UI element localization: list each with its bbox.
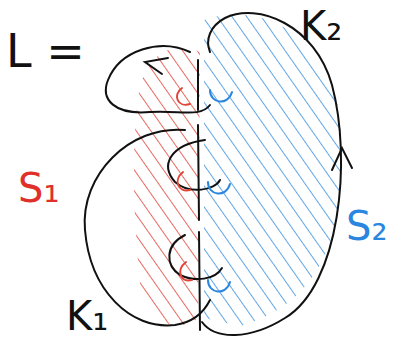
surface-s1 — [134, 48, 200, 326]
knot-k1 — [168, 140, 220, 190]
orientation-arrow — [145, 58, 168, 74]
label-text: L = — [6, 28, 85, 74]
label-text: S₂ — [346, 206, 387, 246]
orientation-arrow — [332, 148, 352, 170]
label-text: S₁ — [18, 168, 59, 208]
knot-k2 — [202, 13, 341, 335]
label-text: K₁ — [66, 296, 108, 336]
blue-arc — [208, 90, 232, 292]
knot-k1 — [106, 46, 210, 112]
knot-k1 — [169, 235, 222, 279]
surface-s2 — [204, 15, 342, 326]
red-arc — [177, 88, 192, 280]
knot-strand — [198, 60, 200, 330]
label-text: K₂ — [300, 6, 342, 46]
